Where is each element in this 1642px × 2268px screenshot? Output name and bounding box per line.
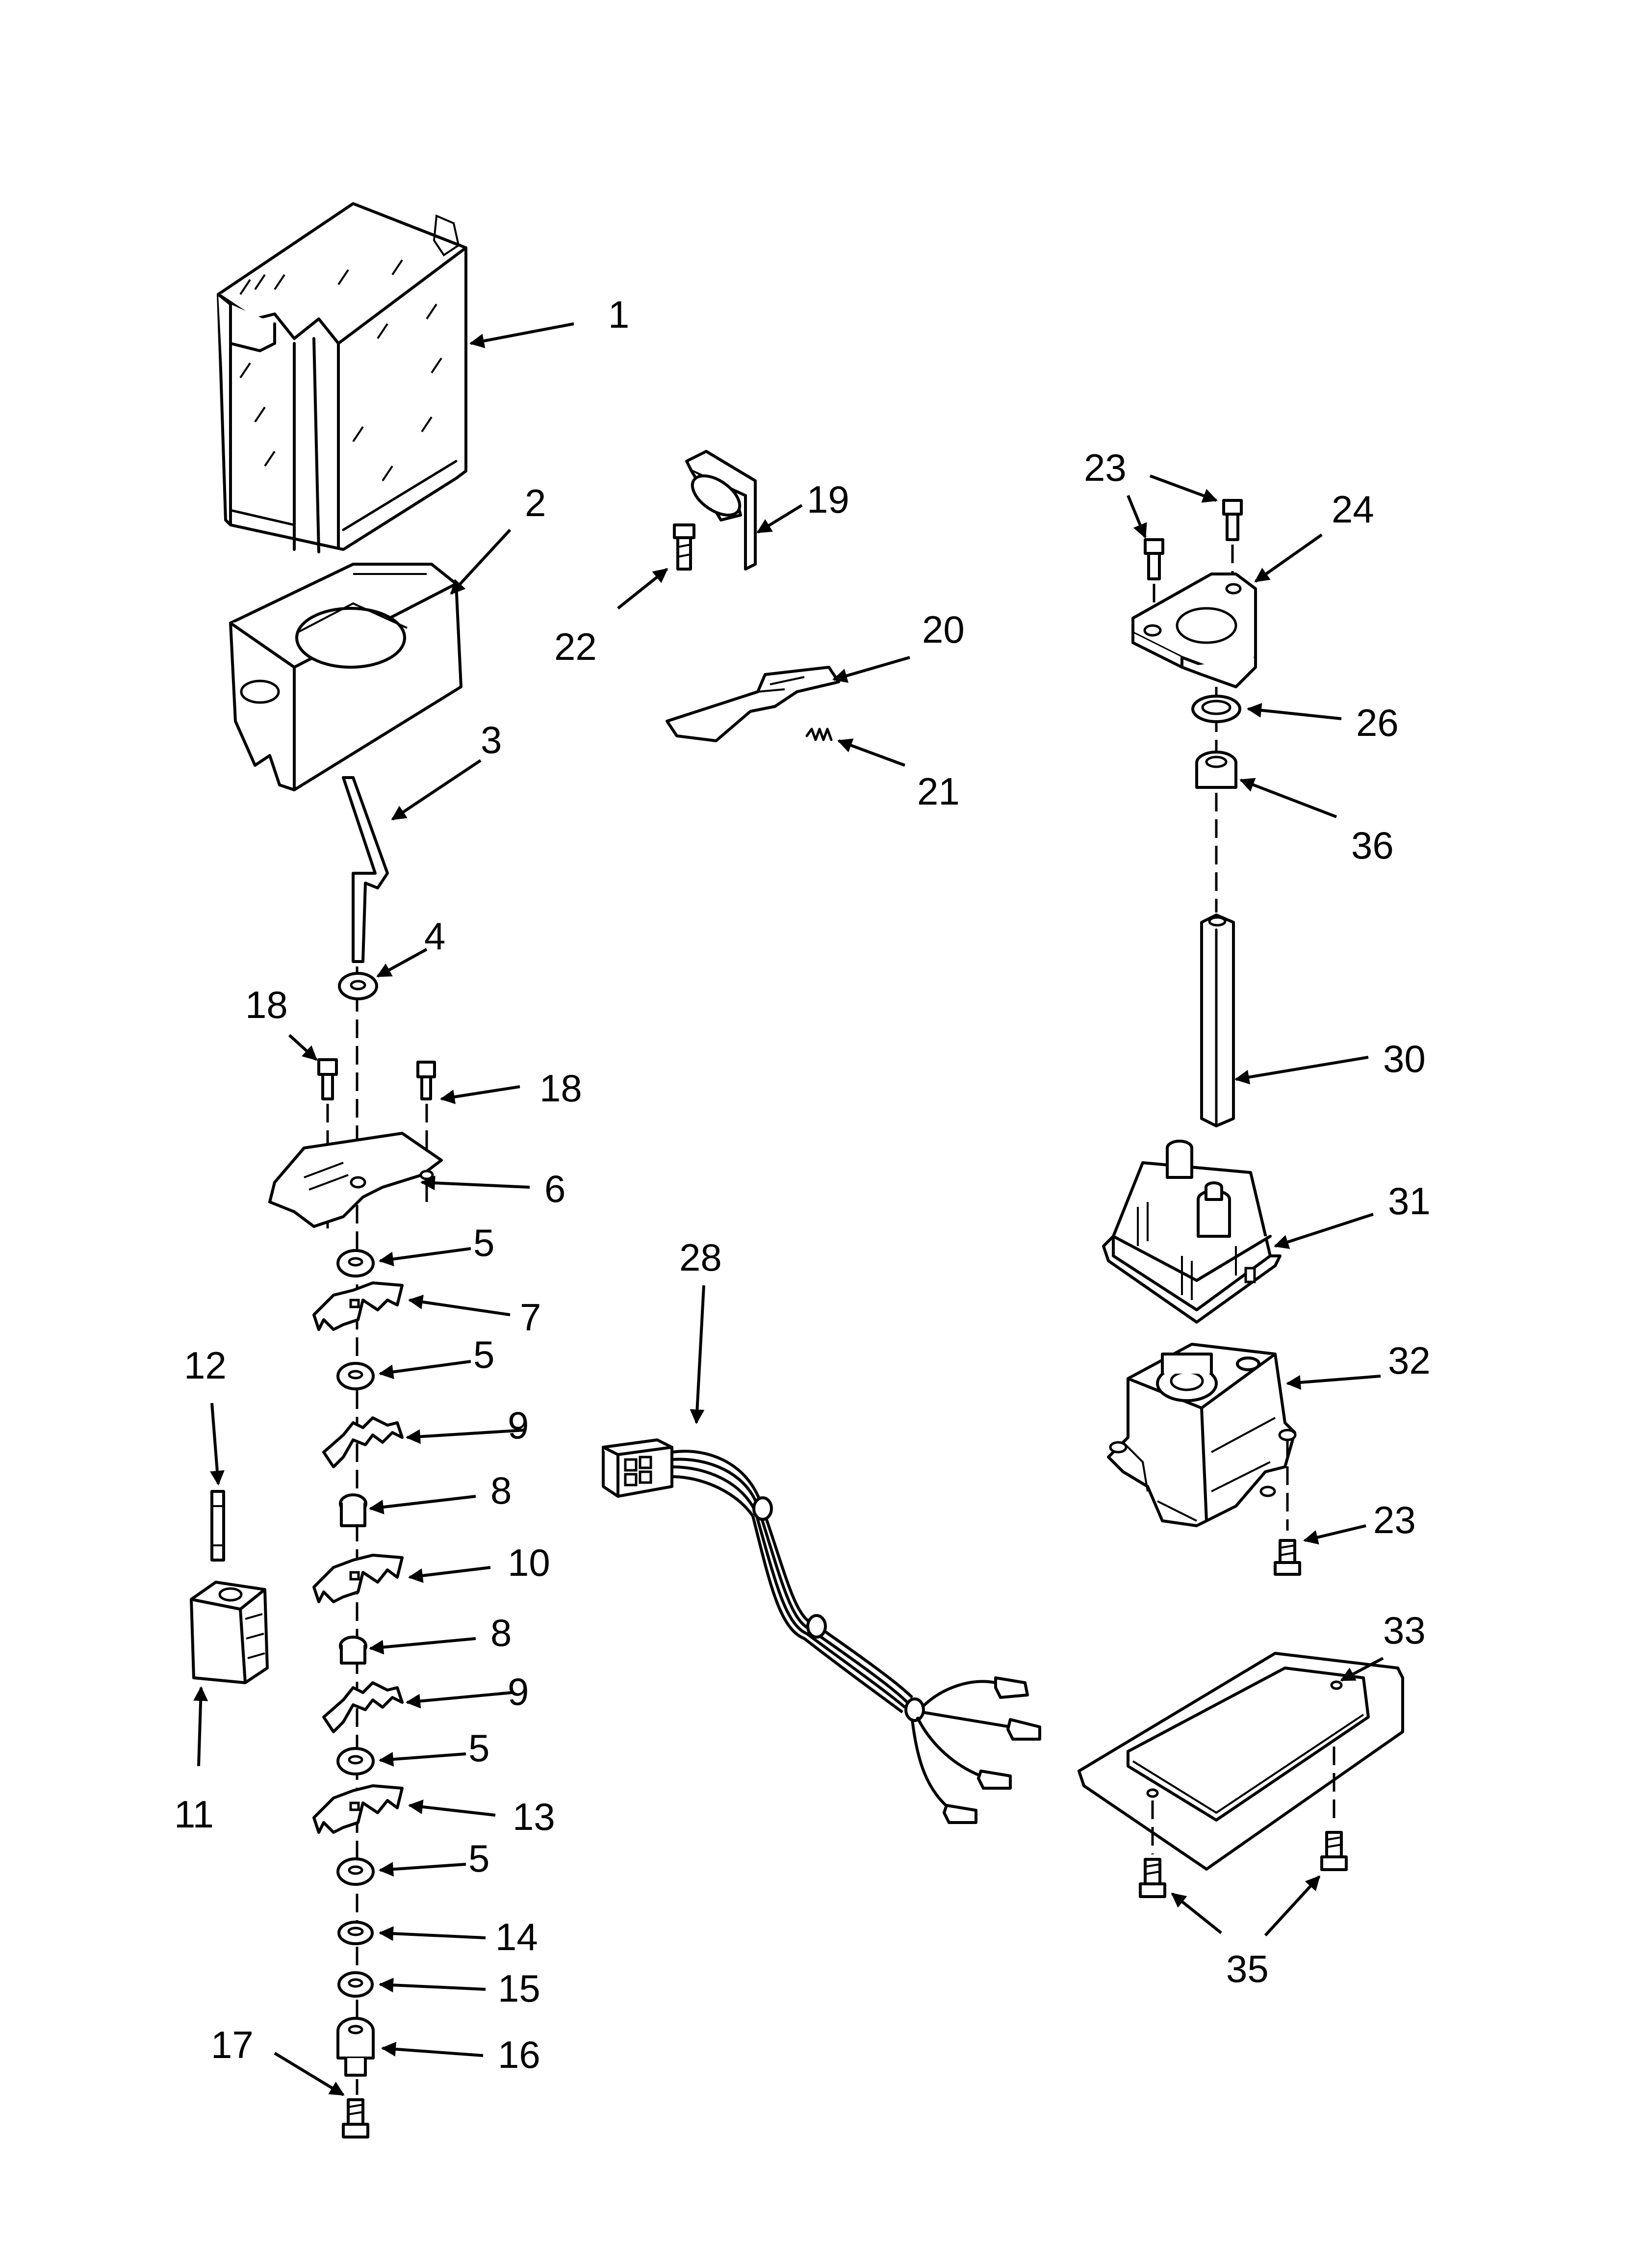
blade-part-7 [312,1281,511,1331]
callout-14: 14 [495,1915,538,1958]
callout-31: 31 [1388,1179,1431,1223]
bracket-part-6 [268,1132,530,1228]
nut-part-16 [336,2017,484,2077]
callout-18a: 18 [245,983,288,1026]
shaft-part-30 [1200,913,1369,1127]
callout-18b: 18 [539,1067,582,1110]
washer-part-4 [338,948,428,1000]
callout-9a: 9 [508,1404,529,1447]
washer-part-5b [336,1360,471,1390]
callout-8b: 8 [490,1611,512,1654]
callout-5b: 5 [473,1333,494,1376]
screw-part-23b [1274,1524,1366,1576]
callout-10: 10 [508,1541,550,1584]
screw-part-23a [1127,474,1243,623]
callout-20: 20 [922,608,965,651]
callout-6: 6 [544,1167,565,1210]
callout-13: 13 [513,1795,555,1838]
spacer-part-8b [339,1636,476,1665]
screw-part-35 [1139,1831,1348,1937]
callout-24: 24 [1332,488,1374,531]
callout-26: 26 [1356,701,1399,744]
callout-9b: 9 [508,1670,529,1713]
callout-22: 22 [554,625,597,668]
screw-part-18b [416,1061,520,1202]
screw-part-17 [274,2052,369,2138]
callout-5c: 5 [468,1726,489,1770]
washer-part-5a [336,1247,471,1277]
callout-7: 7 [520,1296,541,1339]
callout-28: 28 [679,1236,722,1279]
crank-rod-part [342,759,482,963]
gasket-plate-part-33 [1078,1652,1404,1871]
spacer-part-8a [339,1493,476,1527]
wire-harness-part-28 [602,1285,1041,1824]
spring-part-21 [805,728,906,767]
callout-5d: 5 [468,1837,489,1880]
gear-motor-part-32 [1107,1343,1381,1531]
callout-12: 12 [184,1344,227,1387]
switch-cover-part-19 [685,450,803,571]
callout-30: 30 [1383,1037,1426,1080]
pin-part-12 [209,1403,225,1562]
ice-bucket-part [217,202,574,553]
washer-part-14 [337,1921,486,1945]
callout-15: 15 [498,1967,540,2010]
screw-part-22 [617,523,695,610]
callout-2: 2 [525,481,546,524]
blade-part-13 [312,1784,496,1834]
callout-35: 35 [1226,1947,1269,1990]
callout-8a: 8 [490,1469,512,1512]
callout-1: 1 [608,293,629,336]
motor-cover-part-31 [1102,1140,1374,1324]
callout-11: 11 [174,1793,214,1836]
blade-part-10 [312,1554,491,1603]
blade-part-9a [322,1416,525,1468]
auger-housing-part [229,528,512,791]
callout-17: 17 [211,2023,254,2066]
callout-23a: 23 [1084,446,1127,489]
callout-16: 16 [498,2033,540,2076]
lever-part-20 [666,656,910,742]
callout-33: 33 [1383,1609,1426,1652]
callout-21: 21 [917,770,960,813]
callout-3: 3 [481,718,502,761]
callout-19: 19 [807,478,849,521]
mounting-plate-part-24 [1131,533,1323,688]
bearing-block-part-11 [190,1581,269,1767]
callout-36: 36 [1351,824,1394,867]
washer-part-15 [337,1971,486,1998]
callout-4: 4 [424,914,445,958]
blade-part-9b [322,1681,513,1733]
callout-23b: 23 [1373,1498,1416,1541]
washer-part-5c [336,1747,466,1775]
bushing-part-36 [1195,751,1337,818]
callout-5a: 5 [473,1221,494,1264]
washer-part-5d [336,1857,466,1886]
ring-part-26 [1191,695,1342,723]
callout-32: 32 [1388,1339,1431,1382]
